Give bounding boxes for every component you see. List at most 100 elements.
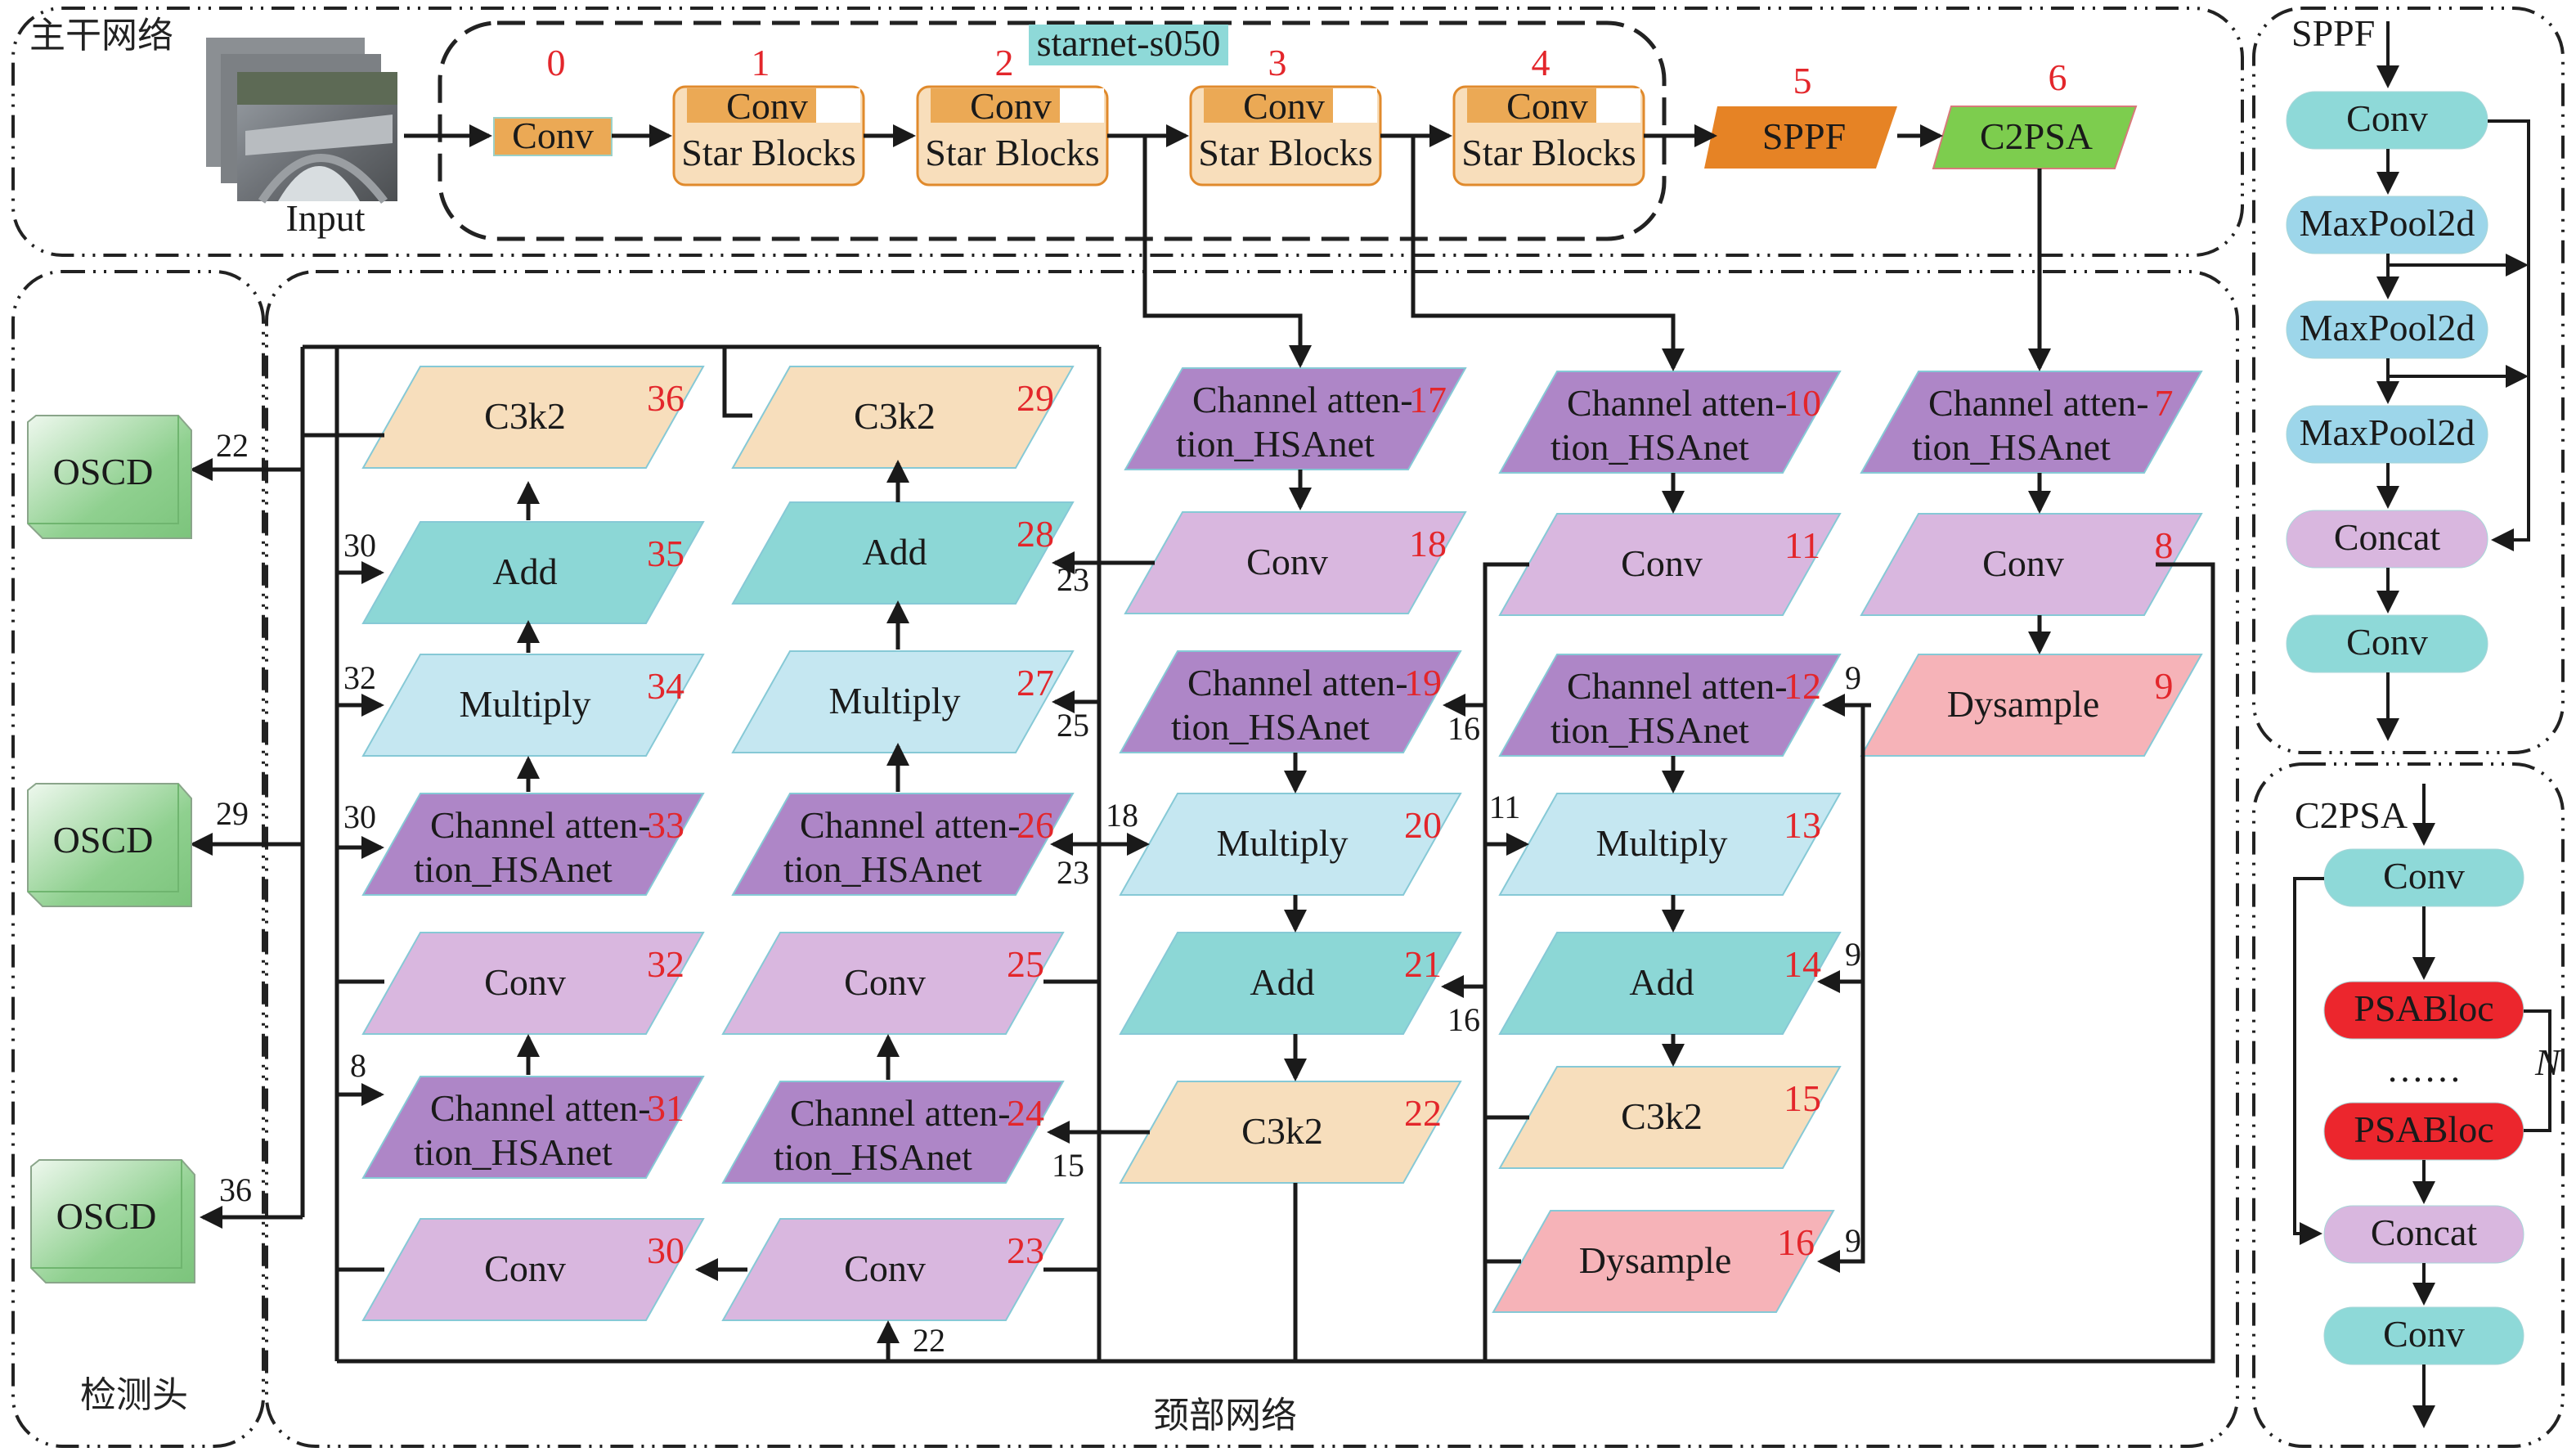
- node-label: Conv: [1982, 542, 2064, 584]
- arrow: [2293, 877, 2324, 1245]
- star-block-gap: [1060, 88, 1104, 123]
- node-label-line2: tion_HSAnet: [1176, 423, 1375, 465]
- sppf-detail-title: SPPF: [2291, 12, 2375, 54]
- port-label: 23: [1057, 854, 1089, 891]
- neck-node-13: Multiply 13: [1498, 793, 1842, 896]
- ellipsis: ……: [2386, 1048, 2462, 1090]
- node-index: 28: [1016, 513, 1054, 555]
- node-index: 25: [1007, 943, 1044, 985]
- node-label: C3k2: [1241, 1110, 1323, 1152]
- node-label: Dysample: [1947, 683, 2100, 725]
- node-index: 1: [752, 42, 770, 83]
- pill-label: PSABloc: [2354, 987, 2493, 1029]
- node-label: Conv: [844, 961, 926, 1003]
- port-label: 9: [1845, 936, 1861, 973]
- sppf-frame: [2252, 7, 2565, 754]
- node-label: Multiply: [459, 683, 590, 725]
- node-index: 30: [647, 1229, 684, 1271]
- pill-label: Conv: [2383, 855, 2465, 897]
- multiply-block: [1498, 793, 1842, 896]
- node-index: 2: [995, 42, 1014, 83]
- c3k2-block: [1119, 1081, 1462, 1184]
- node-label: Multiply: [1216, 822, 1348, 864]
- star-block-bottom-label: Star Blocks: [681, 132, 855, 173]
- oscd-cube-edge: [31, 1160, 182, 1269]
- node-index: 5: [1793, 60, 1812, 101]
- add-block: [731, 501, 1075, 605]
- node-label: C3k2: [854, 395, 936, 437]
- channel-attention-block: [1860, 371, 2203, 474]
- node-label-line2: tion_HSAnet: [774, 1136, 972, 1178]
- node-index: 26: [1016, 804, 1054, 846]
- node-label: Add: [1250, 961, 1314, 1003]
- node-label: Conv: [1621, 542, 1703, 584]
- node-index: 24: [1007, 1092, 1044, 1134]
- node-label-line1: Channel atten-: [430, 1087, 651, 1129]
- node-label-line1: Channel atten-: [1187, 662, 1408, 704]
- node-label-line1: Channel atten-: [1567, 665, 1788, 707]
- node-index: 36: [647, 377, 684, 419]
- neck-title: 颈部网络: [1153, 1395, 1297, 1436]
- node-index: 20: [1404, 804, 1442, 846]
- conv-block: [1124, 511, 1467, 614]
- add-block: [1498, 932, 1842, 1035]
- oscd-cube-edge: [28, 784, 179, 892]
- node-label-line2: tion_HSAnet: [1171, 706, 1370, 748]
- node-label: Multiply: [1595, 822, 1727, 864]
- pill-label: Conv: [2346, 97, 2428, 139]
- node-index: 13: [1784, 804, 1821, 846]
- add-block: [361, 521, 705, 624]
- frames: [11, 7, 2565, 1448]
- input-photo-front: [237, 72, 397, 205]
- oscd-label: OSCD: [56, 1195, 157, 1237]
- starnet-label: starnet-s050: [1037, 22, 1221, 64]
- input-label: Input: [285, 197, 365, 239]
- node-label: Conv: [512, 115, 594, 156]
- star-block-top-label: Conv: [1243, 85, 1325, 127]
- arrow: [1411, 136, 1685, 371]
- neck-frame: [265, 270, 2239, 1448]
- input-image-stack: Input: [206, 38, 397, 239]
- port-label: 23: [1057, 561, 1089, 598]
- node-index: 27: [1016, 662, 1054, 704]
- node-index: 17: [1409, 379, 1447, 420]
- node-label-line2: tion_HSAnet: [1551, 709, 1749, 751]
- sppf-detail: SPPFConvMaxPool2dMaxPool2dMaxPool2dConca…: [2286, 12, 2530, 741]
- node-label: Conv: [844, 1247, 926, 1289]
- node-index: 6: [2049, 56, 2067, 98]
- node-label-line2: tion_HSAnet: [1551, 426, 1749, 468]
- arrow: [1142, 136, 1312, 368]
- connector: [2524, 1009, 2551, 1132]
- port-label: 15: [1052, 1147, 1084, 1184]
- star-block-conv: [687, 88, 816, 123]
- node-label-line2: tion_HSAnet: [414, 848, 613, 890]
- starnet-badge: starnet-s050: [1029, 22, 1228, 65]
- port-label: 11: [1489, 789, 1521, 825]
- pill-label: PSABloc: [2354, 1108, 2493, 1150]
- node-index: 33: [647, 804, 684, 846]
- multiply-block: [1119, 793, 1462, 896]
- head-title: 检测头: [80, 1374, 188, 1416]
- node-label: SPPF: [1762, 115, 1846, 157]
- oscd-label: OSCD: [53, 451, 154, 492]
- port-label: 9: [1845, 659, 1861, 696]
- neck-node-24: Channel atten-tion_HSAnet 24: [721, 1081, 1065, 1184]
- node-index: 7: [2155, 382, 2174, 424]
- conv-block: [1498, 513, 1842, 616]
- conv-block: [721, 1218, 1065, 1321]
- repeat-n-label: N: [2534, 1041, 2562, 1083]
- pill-label: Concat: [2371, 1211, 2478, 1253]
- node-label-line1: Channel atten-: [790, 1092, 1011, 1134]
- port-label: 9: [1845, 1222, 1861, 1259]
